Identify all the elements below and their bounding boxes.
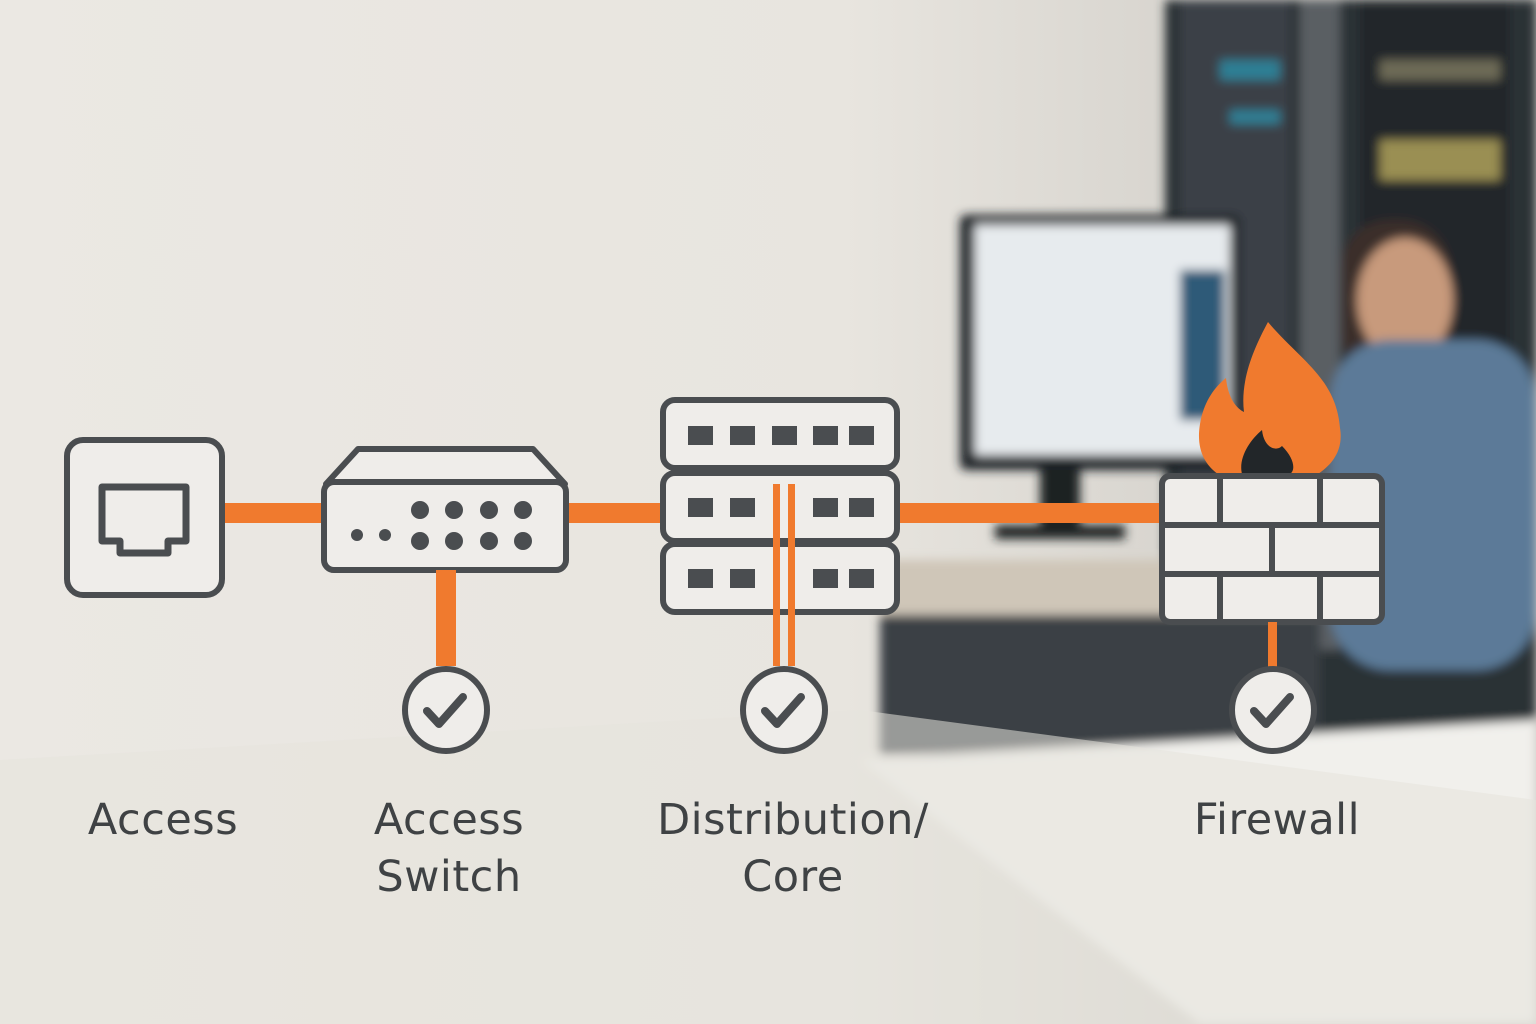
link-distribution-core-to-firewall [896,503,1162,523]
node-label-access-switch: Access Switch [373,795,525,902]
desk-surface [0,710,1536,1024]
network-switch-icon [321,446,569,573]
check-icon-firewall [1229,666,1317,754]
node-label-access: Access [87,795,239,845]
link-access-switch-to-distribution-core [564,503,664,523]
link-access-to-access-switch [220,503,326,523]
drop-line-access-switch [436,570,456,666]
flame-icon [1198,322,1341,474]
node-label-distribution-core: Distribution/ Core [657,795,929,902]
drop-line-distribution-core [773,484,795,666]
check-icon-access-switch [402,666,490,754]
ethernet-port-icon [64,437,225,598]
drop-line-firewall [1268,622,1277,668]
check-icon-distribution-core [740,666,828,754]
firewall-icon [1159,473,1385,625]
node-label-firewall: Firewall [1193,795,1361,845]
